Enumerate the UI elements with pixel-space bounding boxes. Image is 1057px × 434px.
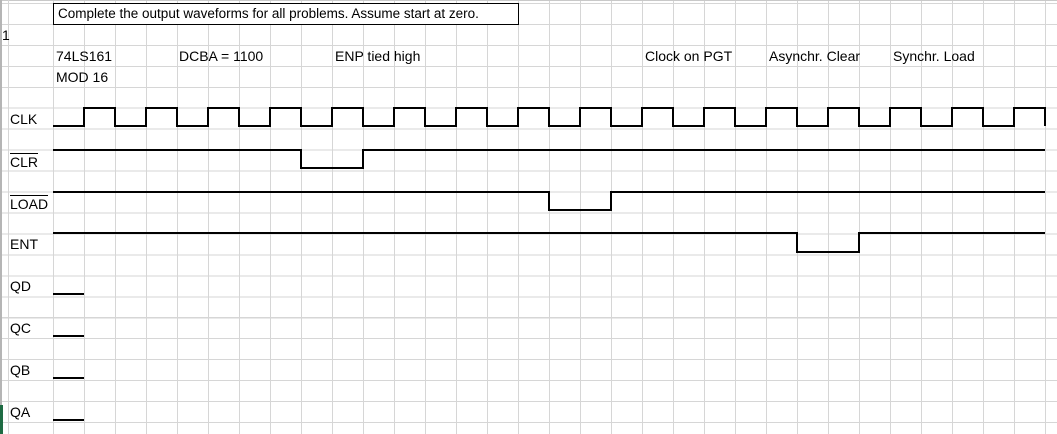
waveform-CLK xyxy=(53,107,1046,127)
grid-top-line xyxy=(0,0,1057,1)
waveform-LOAD xyxy=(53,191,1045,211)
signal-name-text: LOAD xyxy=(10,195,49,212)
chip-dcba-label: DCBA = 1100 xyxy=(179,48,264,64)
signal-name-text: ENT xyxy=(10,236,38,252)
waveform-ENT xyxy=(53,232,1045,253)
chip-clear-label: Asynchr. Clear xyxy=(769,48,861,64)
chip-mod-label: MOD 16 xyxy=(56,69,109,85)
signal-name-text: QB xyxy=(10,362,31,378)
chip-part-label: 74LS161 xyxy=(56,48,113,64)
signal-label-LOAD: LOAD xyxy=(10,195,49,213)
signal-label-QD: QD xyxy=(10,278,31,296)
signal-label-ENT: ENT xyxy=(10,236,38,254)
instruction-cell: Complete the output waveforms for all pr… xyxy=(53,3,519,25)
chip-clock-label: Clock on PGT xyxy=(645,48,733,64)
signal-name-text: QC xyxy=(10,320,31,336)
signal-label-CLR: CLR xyxy=(10,153,39,171)
problem-number: 1 xyxy=(2,27,10,43)
chip-enp-label: ENP tied high xyxy=(335,48,421,64)
signal-name-text: QA xyxy=(10,404,31,420)
waveform-CLR xyxy=(53,149,1045,169)
row-selection-indicator xyxy=(0,405,3,434)
sheet-left-edge xyxy=(0,0,2,434)
signal-name-text: CLK xyxy=(10,111,38,127)
signal-label-CLK: CLK xyxy=(10,111,37,129)
label-column-divider xyxy=(8,0,9,434)
signal-label-QC: QC xyxy=(10,320,31,338)
signal-label-QA: QA xyxy=(10,404,30,422)
signal-name-text: QD xyxy=(10,278,31,294)
chip-load-label: Synchr. Load xyxy=(893,48,975,64)
signal-name-text: CLR xyxy=(10,153,39,170)
grid-vertical-lines xyxy=(53,0,1057,434)
signal-label-QB: QB xyxy=(10,362,30,380)
